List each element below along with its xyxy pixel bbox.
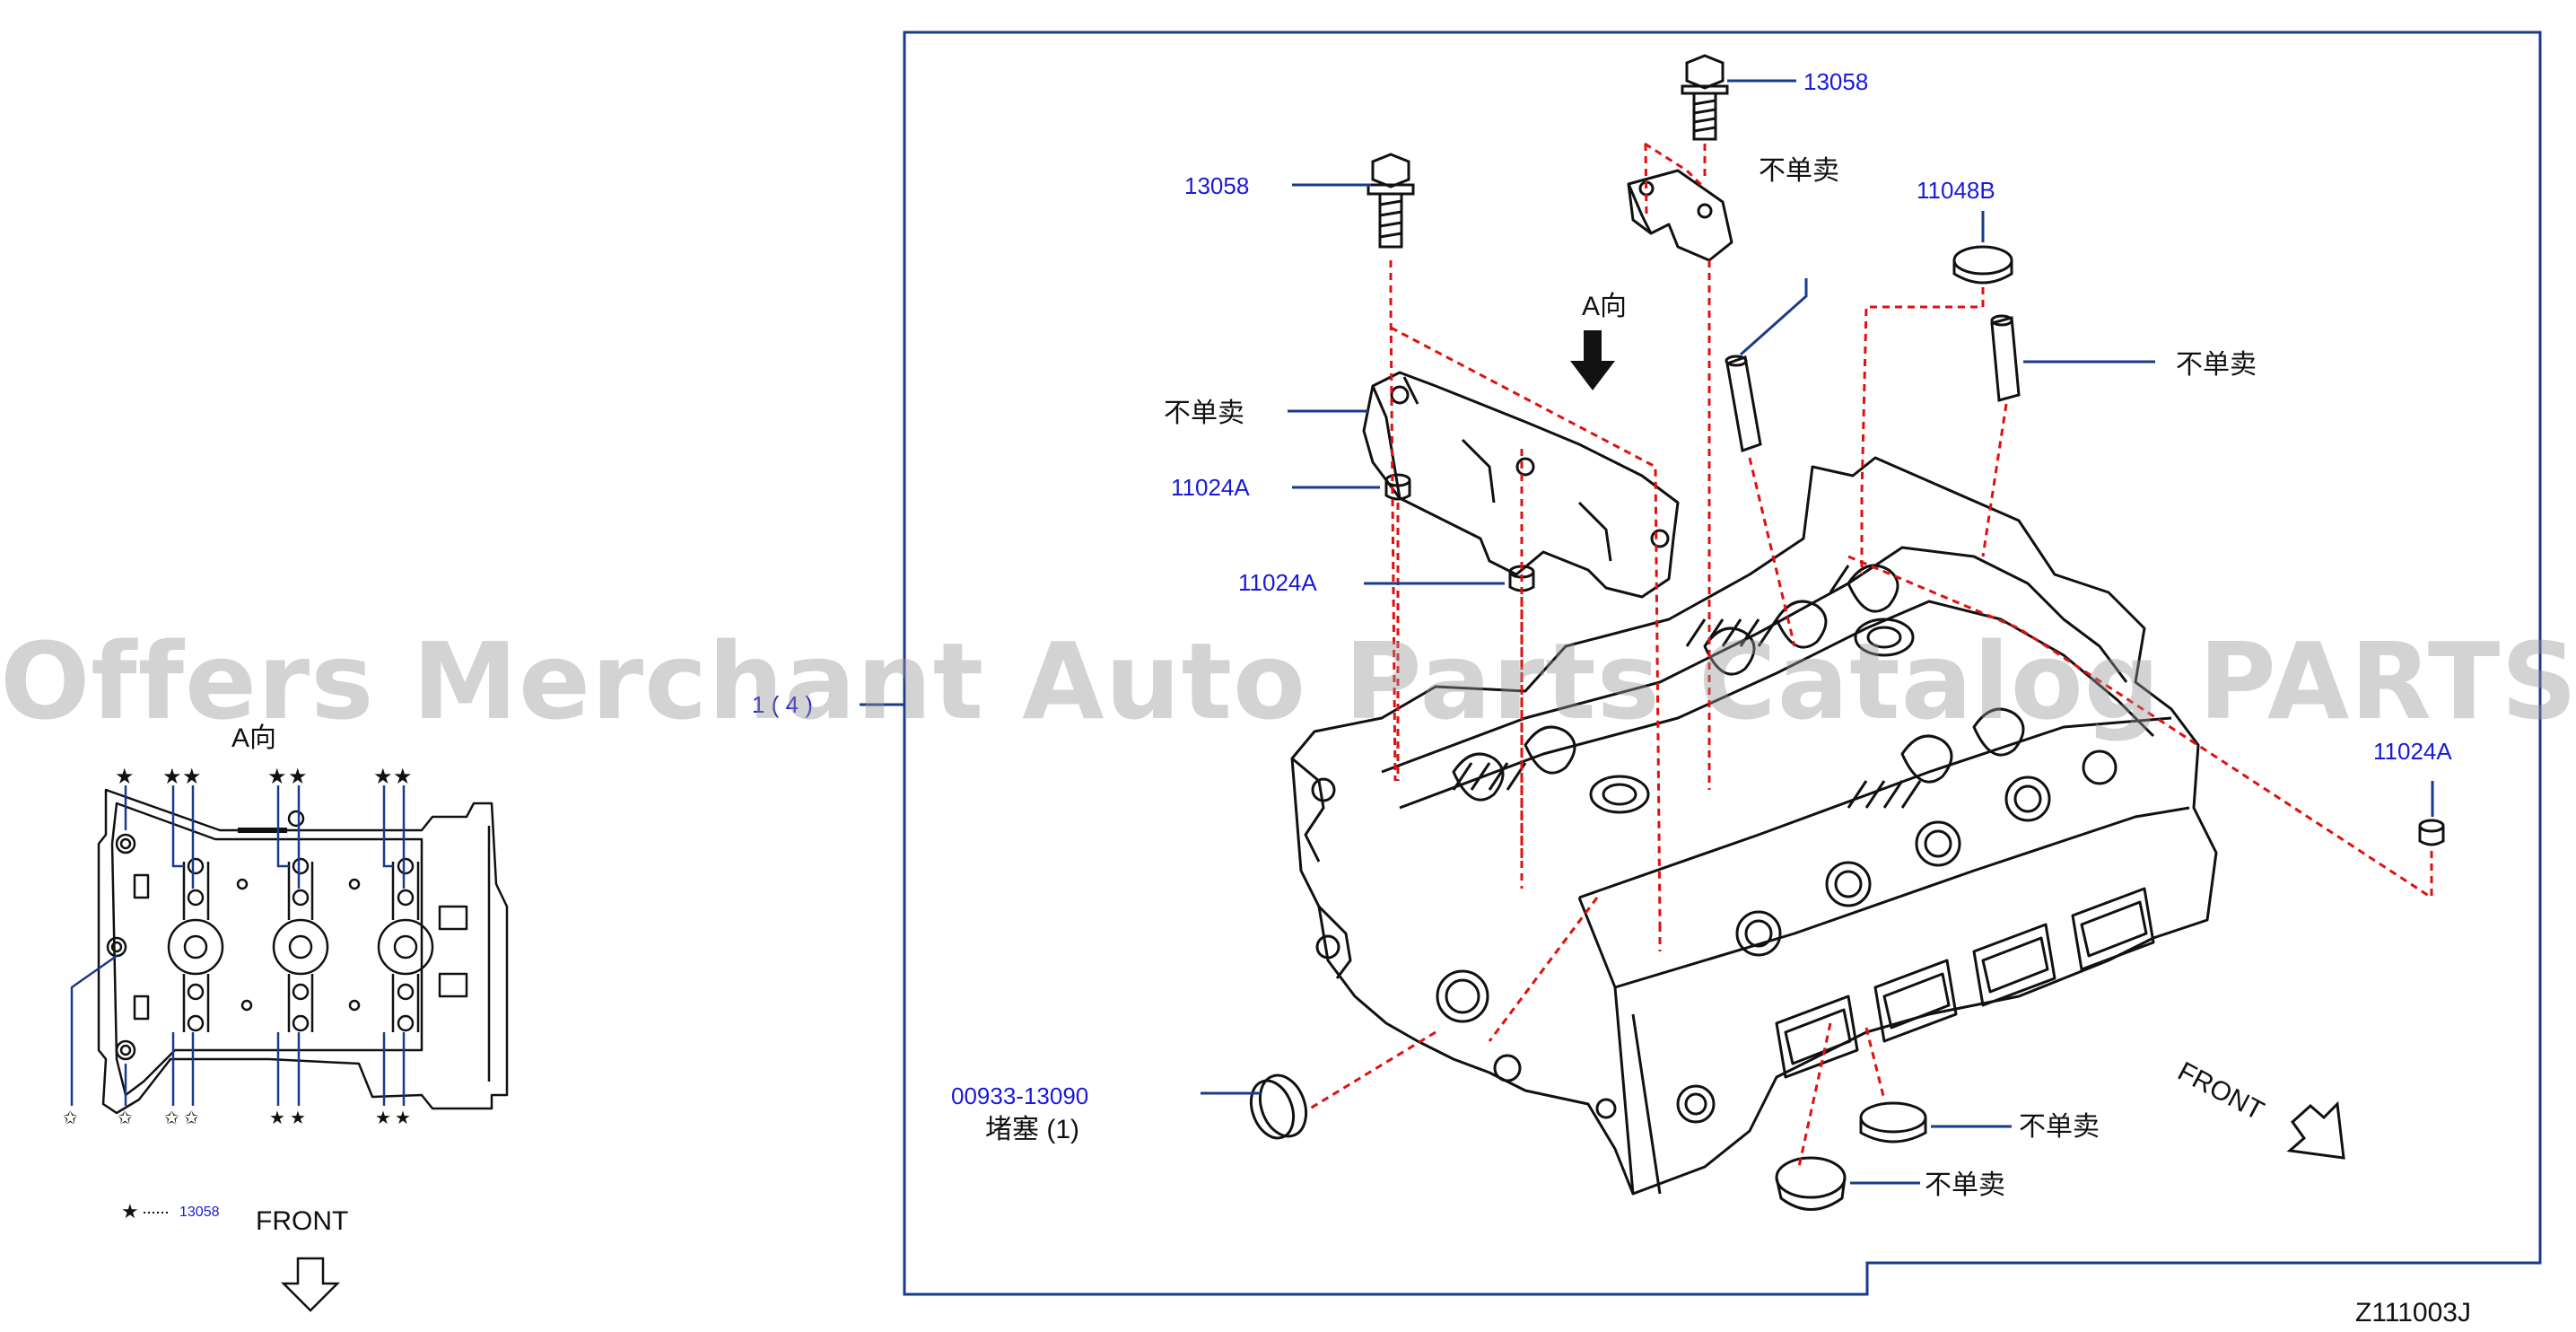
- label-dowel-2: 11024A: [1238, 569, 1317, 596]
- camshaft-bracket-drawing: [1362, 371, 1680, 599]
- label-plug-number: 00933-13090: [951, 1082, 1088, 1109]
- sleeves-drawing: [1249, 245, 2445, 1211]
- star-icon: ★: [182, 764, 202, 789]
- cylinder-head-drawing: [1290, 456, 2218, 1196]
- bolt-top-right-drawing: [1681, 54, 1729, 141]
- star-icon: ★: [267, 764, 287, 789]
- label-not-sold-bracket: 不单卖: [1164, 399, 1244, 428]
- label-bolt-top-left: 13058: [1184, 172, 1249, 199]
- label-ring-11048b: 11048B: [1917, 177, 1995, 204]
- label-plug-name: 堵塞 (1): [985, 1115, 1079, 1144]
- star-outline-icon: ✩: [184, 1107, 199, 1128]
- bearing-cap-drawing: [1627, 169, 1733, 262]
- label-not-sold-ring-2: 不单卖: [1925, 1170, 2005, 1200]
- front-arrow-icon: [2286, 1100, 2345, 1160]
- label-inset-view-a: A向: [231, 723, 276, 753]
- bolt-top-left-drawing: [1367, 153, 1415, 249]
- star-icon: ★: [393, 764, 413, 789]
- star-icon: ★: [290, 1107, 306, 1128]
- label-not-sold-cap: 不单卖: [1759, 156, 1839, 186]
- diagram-code: Z111003J: [2355, 1298, 2471, 1328]
- legend-part-number: 13058: [179, 1205, 220, 1220]
- star-icon: ★: [269, 1107, 285, 1128]
- star-outline-icon: ✩: [164, 1107, 179, 1128]
- star-icon: ★: [162, 764, 182, 789]
- inset-front-arrow-icon: [280, 1257, 341, 1312]
- inset-bolt-leaders: [70, 785, 406, 1106]
- view-a-arrow-icon: [1570, 330, 1615, 390]
- label-not-sold-ring-1: 不单卖: [2019, 1112, 2100, 1142]
- label-view-a: A向: [1582, 292, 1627, 321]
- assembly-dashed-lines: [1309, 142, 2433, 1168]
- star-icon: ★: [375, 1107, 391, 1128]
- inset-star-markers-top: ★ ★ ★ ★ ★ ★ ★: [115, 764, 413, 789]
- leader-lines: [860, 79, 2434, 1185]
- star-outline-icon: ✩: [63, 1107, 78, 1128]
- label-dowel-1: 11024A: [1171, 474, 1250, 501]
- label-dowel-3: 11024A: [2373, 738, 2452, 765]
- label-front-inset: FRONT: [256, 1206, 348, 1236]
- star-outline-icon: ✩: [118, 1107, 133, 1128]
- star-icon: ★: [395, 1107, 411, 1128]
- inset-a-view-drawing: [97, 788, 509, 1115]
- star-icon: ★: [373, 764, 393, 789]
- inset-star-markers-bottom: ✩ ✩ ✩ ✩ ★ ★ ★ ★: [63, 1107, 411, 1128]
- label-bolt-top-right: 13058: [1803, 68, 1868, 95]
- legend-star-icon: ★: [121, 1201, 139, 1223]
- star-icon: ★: [288, 764, 308, 789]
- label-cylinder-head: 1 ( 4 ): [752, 691, 813, 718]
- star-icon: ★: [115, 764, 135, 789]
- label-not-sold-pipe: 不单卖: [2176, 350, 2257, 380]
- label-front-main: FRONT: [2173, 1056, 2269, 1126]
- diagram-frame: [903, 31, 2542, 1296]
